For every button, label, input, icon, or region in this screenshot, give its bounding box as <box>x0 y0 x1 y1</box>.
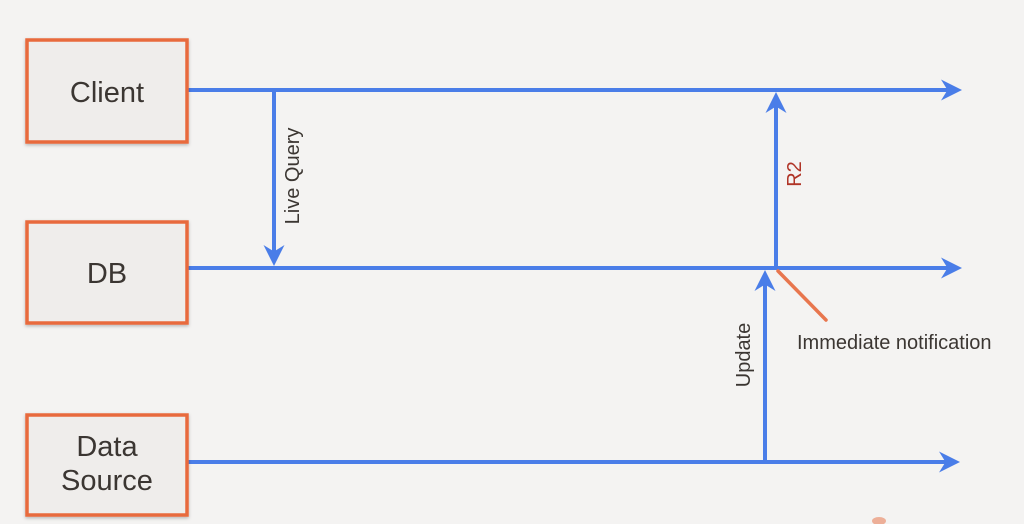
arrow-up-icon <box>754 270 776 291</box>
arrow-right-icon <box>941 257 962 279</box>
arrow-right-icon <box>939 451 960 473</box>
client-timeline <box>187 79 962 101</box>
db-timeline <box>187 257 962 279</box>
client-box-label: Client <box>70 77 144 109</box>
r2-label: R2 <box>784 161 806 187</box>
arrow-up-icon <box>765 92 787 113</box>
immediate-notification-label: Immediate notification <box>797 332 992 354</box>
arrow-down-icon <box>263 245 285 266</box>
db-box <box>25 220 189 325</box>
client-box <box>25 38 189 144</box>
data-source-box-label-line2: Source <box>61 465 153 497</box>
lane-boxes <box>25 38 189 517</box>
update-arrow: Update <box>733 270 776 462</box>
update-label: Update <box>733 323 755 388</box>
cutoff-orange-mark <box>872 517 886 524</box>
data-source-box <box>25 413 189 517</box>
live-query-arrow: Live Query <box>263 90 304 266</box>
r2-arrow: R2 <box>765 92 806 268</box>
data-source-box-label-line1: Data <box>76 431 138 463</box>
annotation-pointer-line <box>776 269 828 322</box>
immediate-notification-annotation: Immediate notification <box>776 269 992 354</box>
arrow-right-icon <box>941 79 962 101</box>
live-query-label: Live Query <box>282 128 304 225</box>
data-source-timeline <box>187 451 960 473</box>
db-box-label: DB <box>87 258 127 290</box>
data-source-box-label: Data Source <box>61 431 153 497</box>
